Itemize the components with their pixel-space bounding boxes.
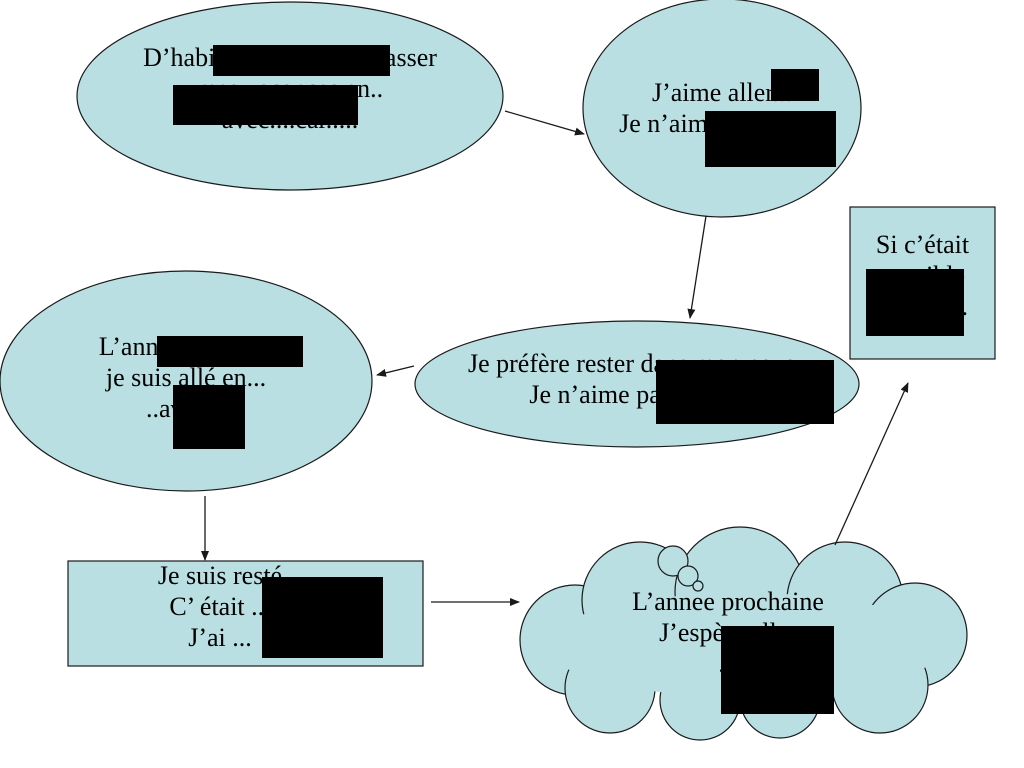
arrow-prochaine-to-si (834, 382, 909, 546)
arrow-aime-to-prefere (687, 215, 707, 319)
redaction-box (157, 336, 303, 367)
line-1: Si c’était (875, 230, 970, 259)
cloud-bubble-large (657, 545, 689, 577)
redaction-box (262, 577, 383, 658)
line-1: J’aime aller... (651, 78, 793, 107)
line-1: L’annee prochaine (632, 587, 824, 616)
redaction-box (173, 385, 245, 449)
redaction-box (213, 45, 390, 76)
redaction-box (173, 85, 358, 125)
redaction-box (866, 269, 964, 336)
line-3: J’ai ... (188, 623, 252, 652)
line-1: Je suis resté (157, 561, 283, 590)
redaction-box (656, 360, 834, 424)
ellipse-annee-derniere (0, 270, 373, 492)
node-reste-text: Je suis resté C’ était ... J’ai ... (100, 560, 340, 653)
cloud-bubble-small (692, 580, 704, 592)
cloud-bubble-medium (677, 565, 699, 587)
redaction-box (721, 626, 834, 714)
arrow-prefere-to-annee (376, 365, 415, 377)
line-2: C’ était ... (169, 592, 271, 621)
redaction-box (771, 69, 819, 101)
redaction-box (705, 111, 836, 167)
arrow-habitude-to-aime (504, 110, 585, 136)
